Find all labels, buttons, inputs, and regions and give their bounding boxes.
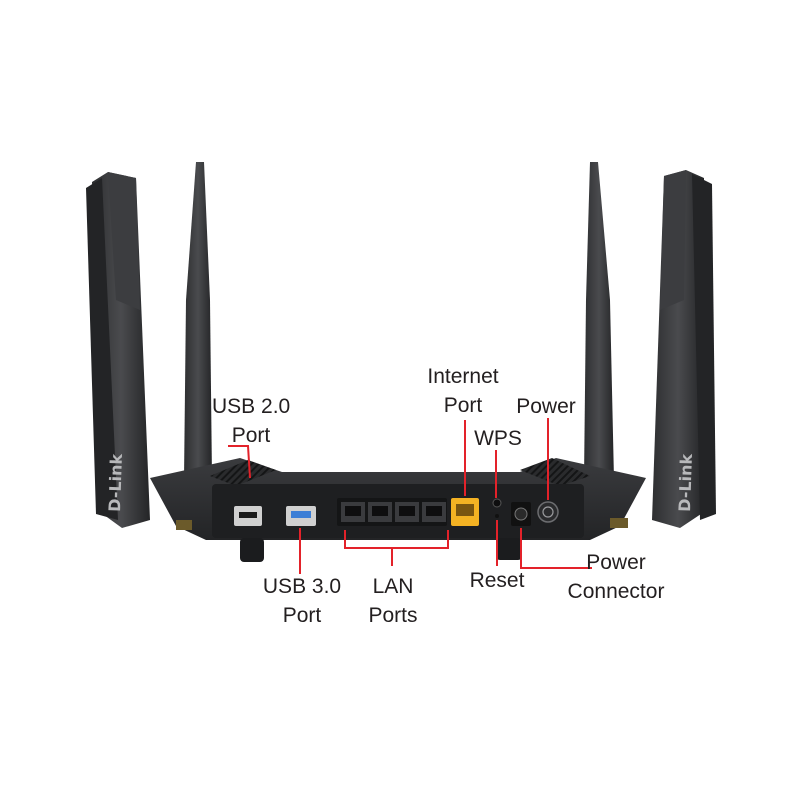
label-usb2-port: USB 2.0 Port <box>212 392 290 450</box>
label-power-connector: Power Connector <box>560 548 672 606</box>
label-usb3-port: USB 3.0 Port <box>262 572 342 630</box>
callout-lan <box>344 530 449 566</box>
label-wps-line1: WPS <box>474 427 522 450</box>
label-internet-line2: Port <box>443 394 483 417</box>
logo-right: D-Link <box>675 453 696 512</box>
label-wps: WPS <box>470 424 526 453</box>
label-lan-line1: LAN <box>372 575 414 598</box>
label-lan-ports: LAN Ports <box>360 572 426 630</box>
label-reset-line1: Reset <box>469 569 525 592</box>
reset-pinhole <box>495 514 499 518</box>
callout-lines <box>228 418 592 574</box>
lan-ports <box>337 498 447 526</box>
label-usb3-line2: Port <box>282 604 322 627</box>
label-power-line1: Power <box>516 395 576 418</box>
callout-usb2 <box>228 445 251 479</box>
power-connector-jack <box>511 502 531 526</box>
right-outer-antenna <box>652 170 716 528</box>
logo-left: D-Link <box>105 453 126 512</box>
callout-power-connector <box>520 528 592 569</box>
usb2-port <box>234 506 262 526</box>
right-inner-antenna <box>582 162 614 506</box>
label-usb2-line1: USB 2.0 <box>212 395 291 418</box>
label-power-connector-line1: Power <box>586 551 646 574</box>
power-button <box>537 501 559 523</box>
label-lan-line2: Ports <box>368 604 418 627</box>
left-inner-antenna <box>182 162 214 506</box>
label-power-connector-line2: Connector <box>567 580 665 603</box>
left-outer-antenna <box>86 172 150 528</box>
usb3-port <box>286 506 316 526</box>
label-usb2-line2: Port <box>231 424 271 447</box>
internet-port <box>451 498 479 526</box>
label-power: Power <box>510 392 582 421</box>
label-usb3-line1: USB 3.0 <box>262 575 342 598</box>
label-internet-line1: Internet <box>427 365 499 388</box>
label-internet-port: Internet Port <box>418 362 508 420</box>
label-reset: Reset <box>464 566 530 595</box>
wps-button <box>492 498 502 508</box>
